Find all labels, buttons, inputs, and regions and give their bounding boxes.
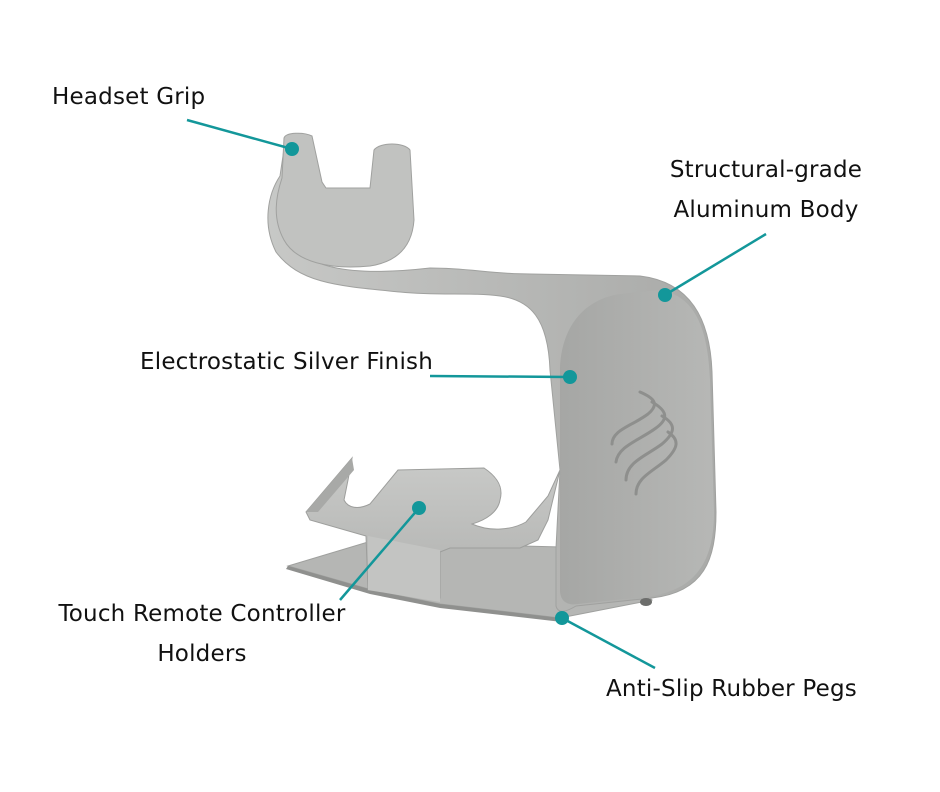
headset-grip-prong-left	[275, 132, 415, 268]
callout-line-headset	[186, 118, 293, 151]
callout-lines	[186, 118, 767, 670]
upright-front-face	[560, 290, 714, 605]
callout-dot-touch	[412, 501, 426, 515]
base-plate-edge	[286, 566, 562, 622]
callout-label-silver-finish: Electrostatic Silver Finish	[140, 342, 433, 382]
callout-label-rubber-pegs: Anti-Slip Rubber Pegs	[606, 669, 857, 709]
callout-line-touch	[339, 507, 420, 601]
bracket-side-face	[368, 536, 440, 602]
callout-text-line2: Aluminum Body	[673, 197, 859, 223]
callout-dot-pegs	[555, 611, 569, 625]
controller-holder-arm	[306, 458, 354, 512]
callout-line-finish	[429, 374, 571, 379]
callout-text-line1: Structural-grade	[669, 157, 863, 183]
callout-line-pegs	[561, 616, 656, 670]
callout-dot-finish	[563, 370, 577, 384]
callout-text: Headset Grip	[52, 84, 206, 110]
callout-dot-structural	[658, 288, 672, 302]
callout-text-line1: Touch Remote Controller	[58, 601, 346, 627]
callout-label-headset-grip: Headset Grip	[52, 77, 205, 117]
callout-text: Anti-Slip Rubber Pegs	[606, 676, 857, 702]
callout-text-line2: Holders	[157, 641, 247, 667]
callout-dots	[285, 142, 672, 625]
callout-label-controller-holders: Touch Remote Controller Holders	[28, 594, 376, 674]
callout-line-structural	[664, 232, 767, 297]
wave-logo-icon	[610, 390, 678, 496]
callout-label-structural-body: Structural-grade Aluminum Body	[620, 150, 912, 230]
rubber-peg	[640, 598, 652, 606]
callout-text: Electrostatic Silver Finish	[140, 349, 434, 375]
callout-dot-headset	[285, 142, 299, 156]
